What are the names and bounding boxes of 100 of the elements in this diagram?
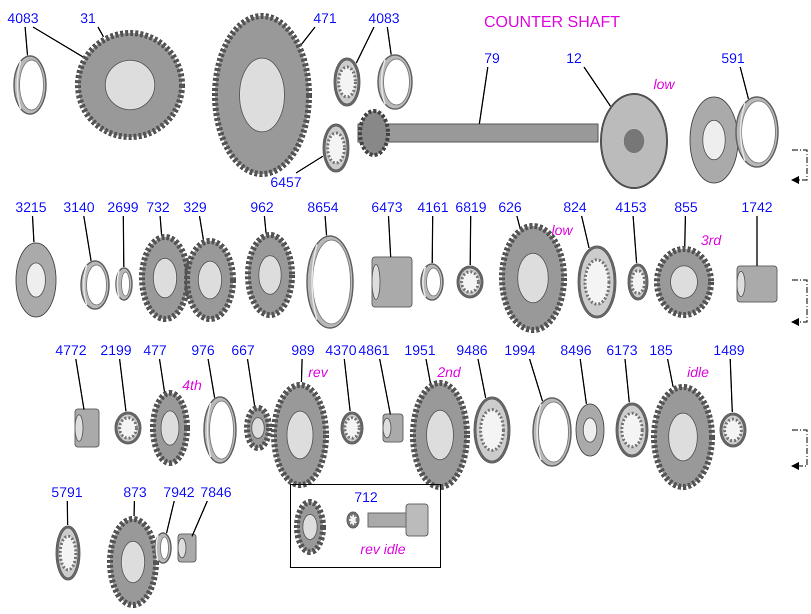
leader-line — [133, 500, 136, 516]
gear-drawing — [410, 380, 470, 490]
leader-line — [32, 216, 35, 242]
leader-line — [158, 358, 166, 392]
leader-line — [684, 216, 686, 246]
ring-drawing — [420, 263, 444, 301]
callout-number: 4153 — [615, 199, 647, 215]
callout-number: 4370 — [325, 342, 357, 358]
leader-line — [324, 216, 328, 236]
callout-number: 9486 — [456, 342, 488, 358]
ring-drawing — [154, 532, 172, 564]
leader-line — [528, 358, 544, 402]
callout-number: 1994 — [504, 342, 536, 358]
bearing-drawing — [322, 124, 350, 172]
leader-line — [66, 501, 68, 526]
leader-line — [470, 216, 472, 265]
part-note: 3rd — [700, 232, 722, 248]
bearing-drawing — [578, 246, 616, 318]
ring-drawing — [377, 54, 413, 110]
callout-number: 4083 — [7, 10, 39, 26]
callout-number: 4083 — [368, 10, 400, 26]
gear-drawing — [245, 232, 295, 318]
part-note: 4th — [182, 377, 202, 393]
callout-number: 2199 — [100, 342, 132, 358]
leader-line — [122, 216, 124, 268]
ring-drawing — [203, 396, 237, 464]
callout-number: 79 — [484, 50, 500, 66]
callout-number: 591 — [721, 50, 745, 66]
leader-line — [388, 216, 392, 258]
ring-drawing — [13, 55, 47, 115]
leader-line — [478, 66, 488, 124]
leader-line — [580, 216, 590, 248]
leader-line — [264, 216, 267, 233]
gear-drawing — [244, 405, 272, 451]
thrust-washer-drawing — [16, 242, 56, 318]
ring-drawing — [306, 235, 354, 329]
callout-number: 477 — [143, 342, 167, 358]
sleeve-drawing — [736, 266, 778, 302]
callout-number: 31 — [80, 10, 96, 26]
callout-number: 6819 — [455, 199, 487, 215]
callout-number: 471 — [313, 10, 337, 26]
callout-number: 8496 — [560, 342, 592, 358]
callout-number: 1951 — [404, 342, 436, 358]
leader-line — [75, 358, 85, 410]
bearing-drawing — [628, 264, 648, 300]
callout-number: 4161 — [417, 199, 449, 215]
callout-number: 329 — [183, 199, 207, 215]
callout-number: 1742 — [741, 199, 773, 215]
gear-drawing — [107, 516, 159, 608]
leader-line — [730, 358, 733, 412]
leader-line — [159, 216, 162, 234]
bearing-drawing — [474, 396, 510, 464]
callout-number: 7846 — [200, 484, 232, 500]
callout-number: 989 — [291, 342, 315, 358]
ring-drawing — [80, 260, 110, 310]
thrust-washer-drawing — [690, 96, 738, 184]
leader-line — [516, 216, 520, 228]
sleeve-drawing — [372, 256, 412, 308]
callout-number: 962 — [250, 199, 274, 215]
gear-drawing — [294, 498, 326, 554]
gear-drawing — [184, 238, 236, 322]
leader-line — [83, 216, 92, 261]
part-note: 2nd — [437, 364, 461, 380]
callout-number: 7942 — [163, 484, 195, 500]
callout-number: 1489 — [713, 342, 745, 358]
bearing-drawing — [346, 511, 359, 528]
sleeve-drawing — [382, 414, 404, 442]
leader-line — [198, 216, 204, 240]
sleeve-drawing — [178, 534, 196, 562]
callout-number: 2699 — [107, 199, 139, 215]
bearing-drawing — [456, 266, 484, 298]
callout-number: 185 — [649, 342, 673, 358]
callout-number: 824 — [563, 199, 587, 215]
ring-drawing — [115, 267, 133, 301]
bearing-drawing — [340, 412, 364, 444]
bearing-drawing — [334, 58, 360, 106]
leader-line — [166, 500, 175, 534]
callout-number: 667 — [231, 342, 255, 358]
callout-number: 6173 — [606, 342, 638, 358]
leader-line — [207, 358, 216, 398]
leader-line — [432, 216, 434, 264]
callout-number: 732 — [146, 199, 170, 215]
leader-line — [97, 26, 104, 38]
leader-line — [32, 26, 84, 58]
leader-line — [296, 156, 324, 174]
callout-number: 3215 — [15, 199, 47, 215]
leader-line — [740, 66, 750, 99]
bearing-drawing — [720, 412, 746, 448]
part-note: idle — [687, 364, 709, 380]
ring-drawing — [532, 397, 572, 467]
leader-line — [191, 500, 208, 537]
part-note: low — [654, 76, 674, 92]
gear-drawing — [271, 382, 329, 488]
inset-frame — [290, 484, 441, 568]
leader-line — [425, 358, 432, 383]
sleeve-drawing — [74, 408, 100, 448]
callout-number: 5791 — [51, 484, 83, 500]
bearing-drawing — [114, 412, 142, 444]
leader-line — [379, 358, 392, 415]
heading-text: COUNTER SHAFT — [484, 14, 620, 32]
